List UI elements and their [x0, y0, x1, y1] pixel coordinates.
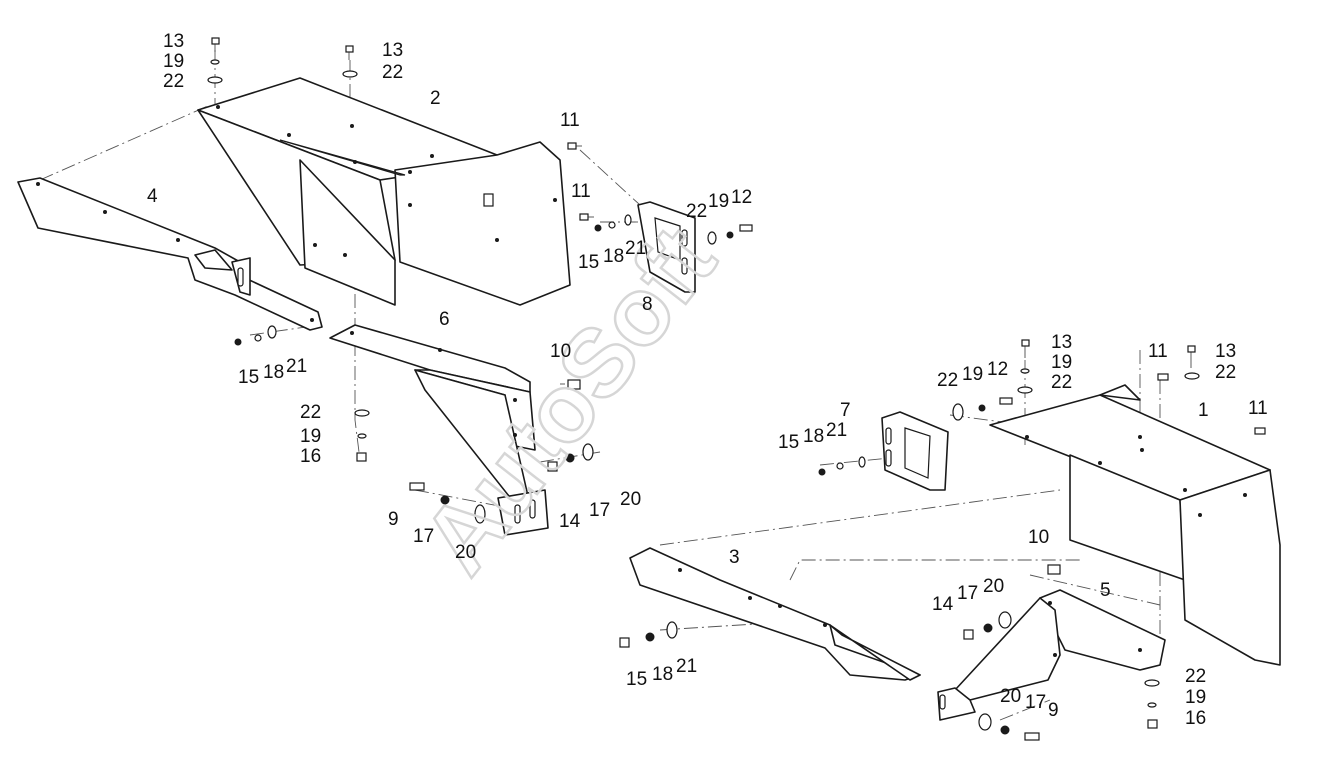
callout-11-c: 11 — [1148, 341, 1168, 362]
callout-11-d: 11 — [1248, 398, 1268, 419]
callout-12-b: 12 — [987, 359, 1008, 380]
callout-22-g: 22 — [1215, 362, 1236, 383]
callout-15-c: 15 — [778, 432, 799, 453]
callout-19-f: 19 — [1185, 687, 1206, 708]
callout-labels: 1 2 3 4 5 6 7 8 13 19 22 13 22 11 11 22 … — [147, 31, 1268, 729]
callout-8: 8 — [642, 294, 653, 315]
callout-22-h: 22 — [1185, 666, 1206, 687]
callout-9-a: 9 — [388, 509, 399, 530]
callout-19-e: 19 — [1051, 352, 1072, 373]
callout-21-a: 21 — [625, 238, 646, 259]
callout-18-c: 18 — [803, 426, 824, 447]
callout-18-d: 18 — [652, 664, 673, 685]
callout-22-f: 22 — [1051, 372, 1072, 393]
part-1-housing — [989, 384, 1281, 666]
callout-7: 7 — [840, 400, 851, 421]
callout-22-a: 22 — [163, 71, 184, 92]
part-8-plate — [637, 201, 696, 293]
callout-15-a: 15 — [578, 252, 599, 273]
callout-19-d: 19 — [962, 364, 983, 385]
callout-20-b: 20 — [620, 489, 641, 510]
part-7-plate — [881, 411, 949, 491]
callout-21-b: 21 — [286, 356, 307, 377]
callout-20-d: 20 — [1000, 686, 1021, 707]
callout-22-c: 22 — [686, 201, 707, 222]
callout-2: 2 — [430, 88, 441, 109]
callout-5: 5 — [1100, 580, 1111, 601]
callout-18-a: 18 — [603, 246, 624, 267]
callout-4: 4 — [147, 186, 158, 207]
callout-20-a: 20 — [455, 542, 476, 563]
hardware — [207, 37, 1266, 741]
callout-16-a: 16 — [300, 446, 321, 467]
callout-6: 6 — [439, 309, 450, 330]
callout-18-b: 18 — [263, 362, 284, 383]
callout-17-b: 17 — [589, 500, 610, 521]
callout-20-c: 20 — [983, 576, 1004, 597]
part-6-bracket — [329, 324, 549, 536]
callout-21-d: 21 — [676, 656, 697, 677]
callout-19-c: 19 — [300, 426, 321, 447]
callout-17-a: 17 — [413, 526, 434, 547]
callout-16-b: 16 — [1185, 708, 1206, 729]
callout-13-c: 13 — [1051, 332, 1072, 353]
callout-10-a: 10 — [550, 341, 571, 362]
callout-14-b: 14 — [932, 594, 954, 615]
callout-12-a: 12 — [731, 187, 752, 208]
callout-15-d: 15 — [626, 669, 647, 690]
callout-17-c: 17 — [957, 583, 978, 604]
callout-22-b: 22 — [382, 62, 403, 83]
callout-9-b: 9 — [1048, 700, 1059, 721]
callout-19-a: 19 — [163, 51, 184, 72]
callout-17-d: 17 — [1025, 692, 1046, 713]
part-3-long-bracket — [629, 547, 921, 681]
callout-22-e: 22 — [937, 370, 958, 391]
callout-10-b: 10 — [1028, 527, 1049, 548]
callout-19-b: 19 — [708, 191, 729, 212]
callout-11-a: 11 — [560, 110, 580, 131]
callout-11-b: 11 — [571, 181, 591, 202]
part-4-long-bracket — [17, 177, 323, 331]
callout-13-a: 13 — [163, 31, 184, 52]
callout-13-b: 13 — [382, 40, 403, 61]
callout-15-b: 15 — [238, 367, 259, 388]
callout-21-c: 21 — [826, 420, 847, 441]
part-2-housing — [197, 77, 571, 306]
callout-14-a: 14 — [559, 511, 581, 532]
callout-13-d: 13 — [1215, 341, 1236, 362]
callout-1: 1 — [1198, 400, 1209, 421]
callout-3: 3 — [729, 547, 740, 568]
callout-22-d: 22 — [300, 402, 321, 423]
part-5-bracket — [937, 589, 1166, 721]
